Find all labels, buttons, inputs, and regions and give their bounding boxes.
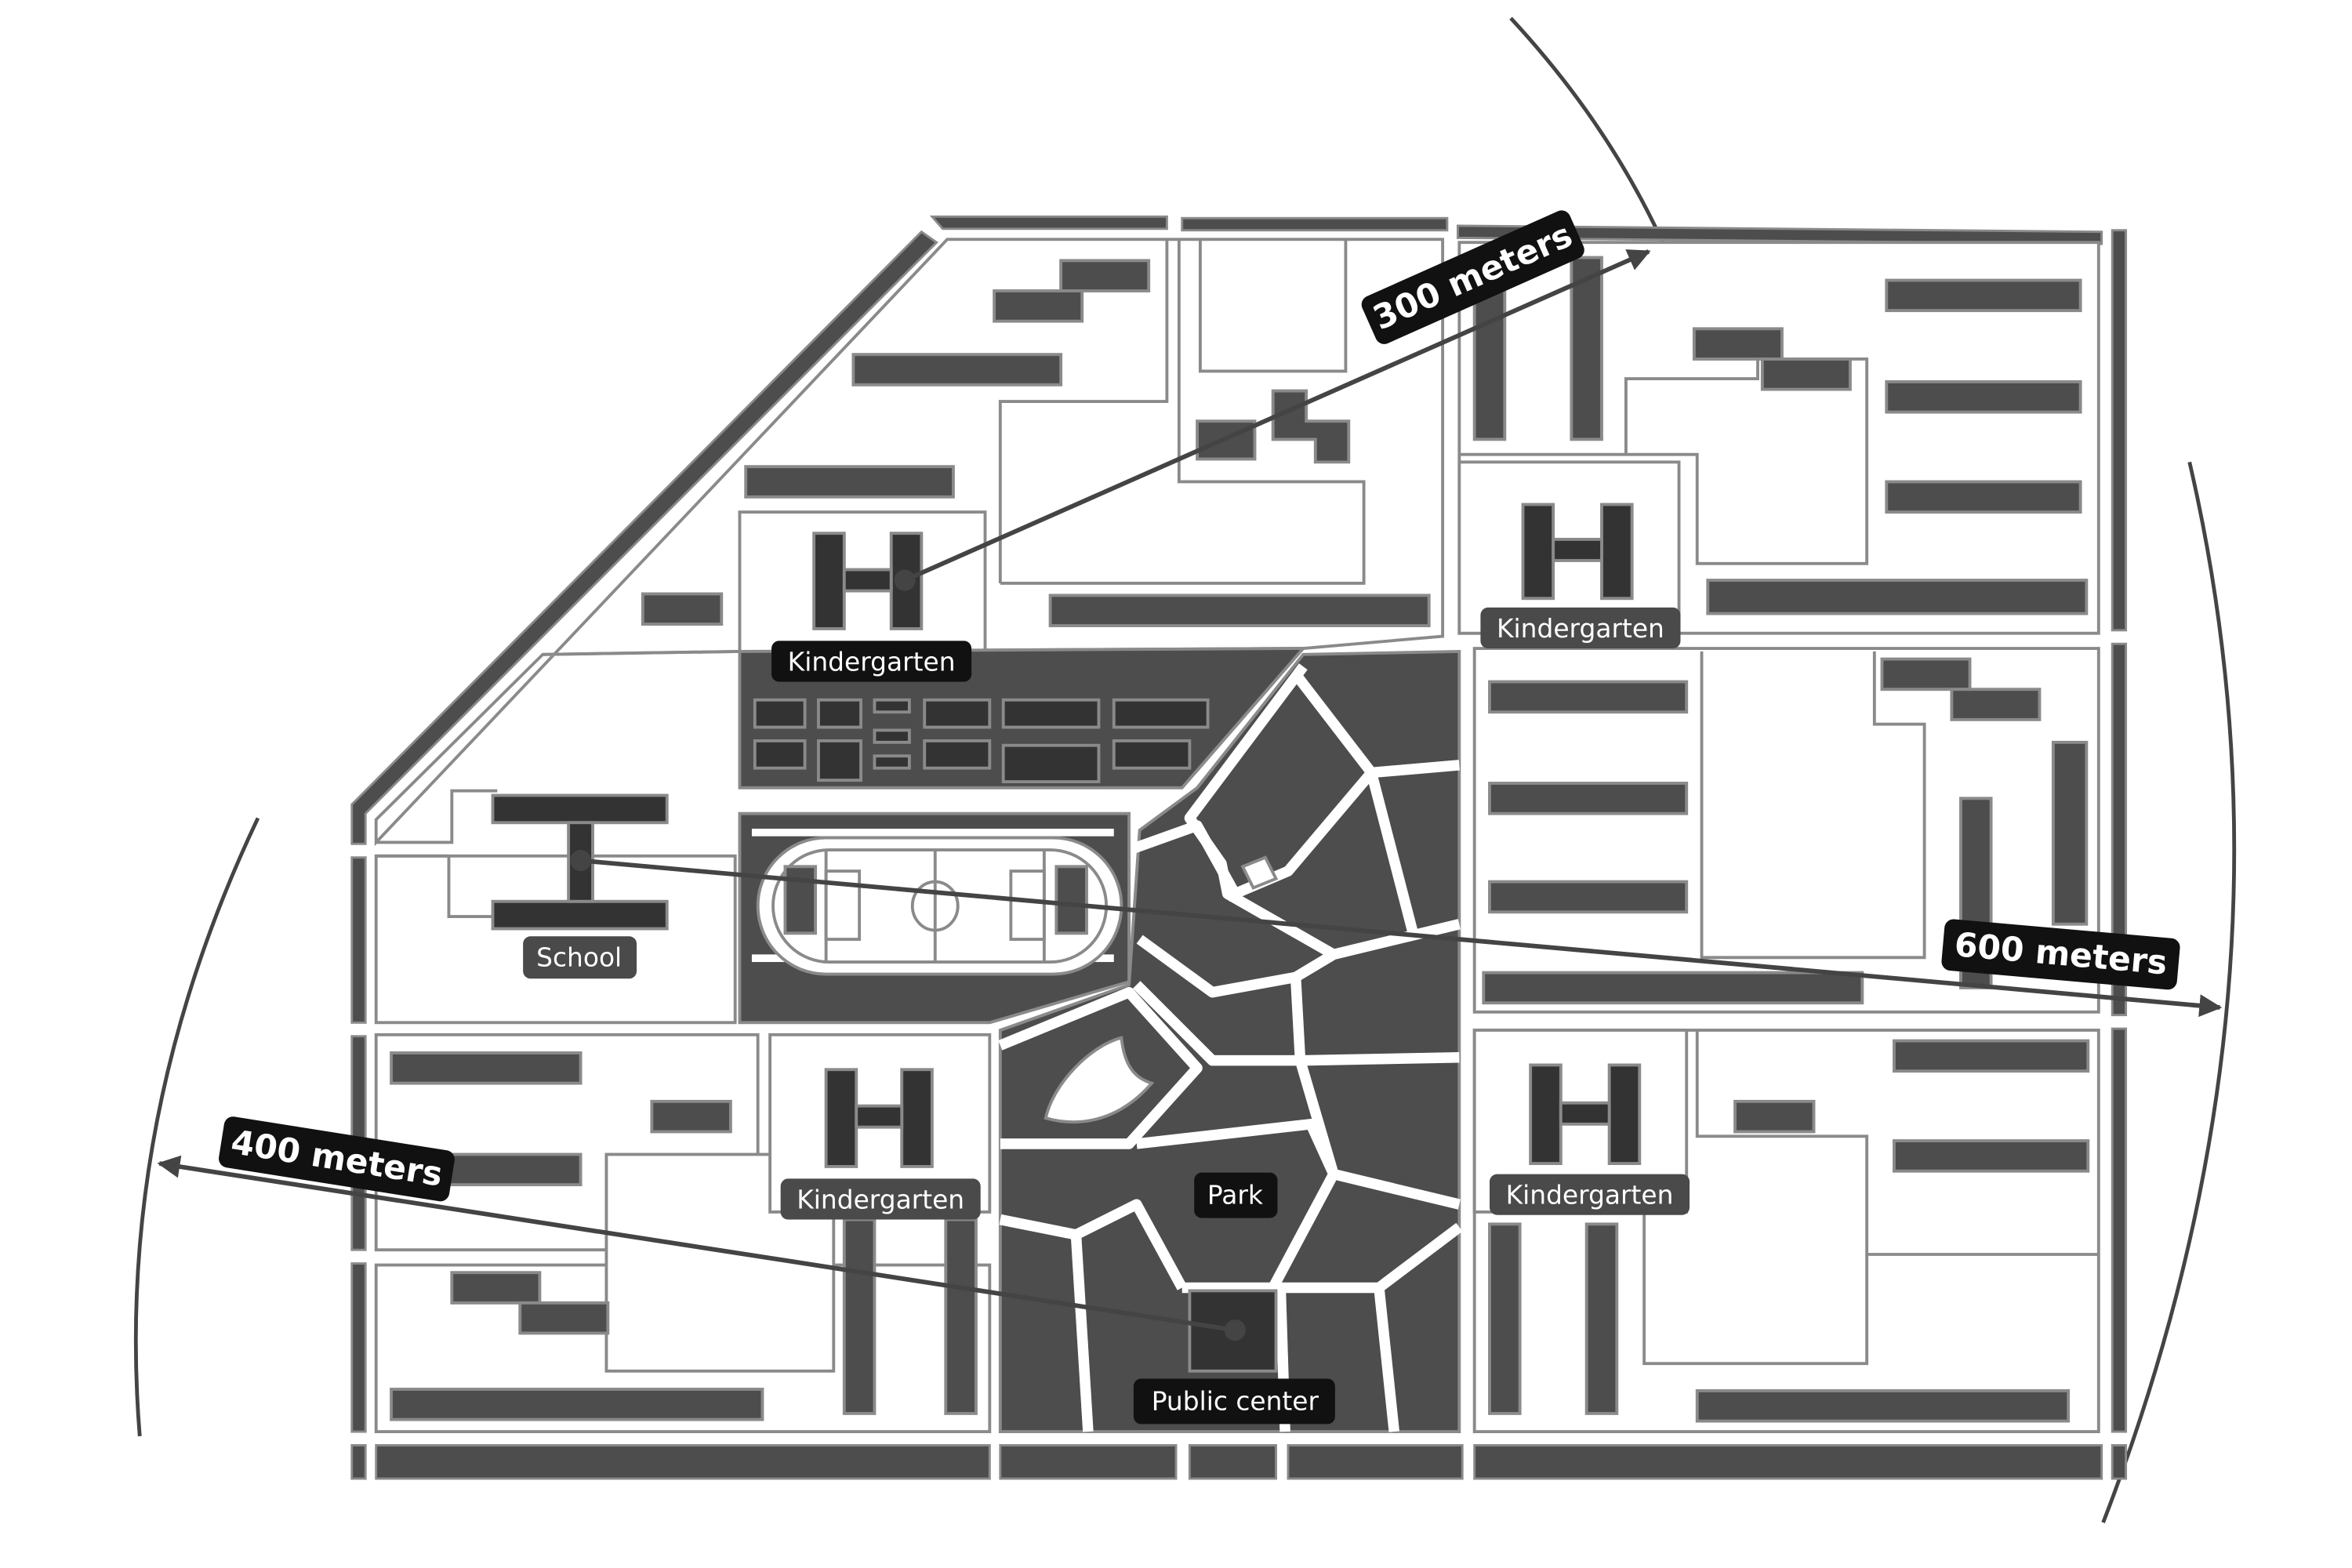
svg-text:Kindergarten: Kindergarten	[1497, 614, 1664, 644]
origin-dot-kindergarten	[894, 569, 916, 591]
distance-label-600: 600 meters	[1941, 919, 2180, 990]
svg-text:Public center: Public center	[1152, 1386, 1319, 1416]
block-northeast	[1457, 241, 2100, 635]
distance-arrow-300	[903, 249, 1651, 583]
svg-text:Kindergarten: Kindergarten	[1506, 1181, 1674, 1210]
kindergarten-building-ne	[1521, 503, 1634, 601]
block-southeast	[1472, 1029, 2100, 1434]
distance-arrow-600	[580, 858, 2223, 1018]
label-kindergarten-sw: Kindergarten	[780, 1178, 981, 1220]
radius-arc-400	[133, 817, 260, 1437]
origin-dot-public-center	[1224, 1319, 1246, 1341]
sports-field	[738, 811, 1131, 1025]
radius-arc-600	[2101, 461, 2237, 1523]
label-kindergarten-ne: Kindergarten	[1480, 607, 1681, 649]
block-northwest	[374, 238, 1445, 847]
school-building	[491, 793, 669, 931]
svg-text:Kindergarten: Kindergarten	[797, 1185, 964, 1214]
svg-text:Park: Park	[1207, 1181, 1263, 1210]
compound-north	[738, 647, 1307, 789]
label-kindergarten-nw: Kindergarten	[771, 641, 972, 682]
roads	[350, 215, 2128, 1480]
origin-dot-school	[570, 850, 592, 872]
label-school: School	[523, 936, 637, 979]
distance-arrow-400	[157, 1155, 1236, 1333]
kindergarten-building-sw	[824, 1068, 934, 1168]
label-public-center: Public center	[1133, 1378, 1335, 1425]
block-west-school	[374, 789, 737, 1025]
block-southwest	[374, 1033, 992, 1434]
park-area	[998, 649, 1463, 1434]
label-kindergarten-se: Kindergarten	[1490, 1174, 1690, 1215]
kindergarten-building-se	[1529, 1063, 1642, 1165]
label-park: Park	[1194, 1172, 1278, 1218]
svg-text:Kindergarten: Kindergarten	[788, 647, 956, 677]
svg-text:School: School	[536, 942, 622, 972]
